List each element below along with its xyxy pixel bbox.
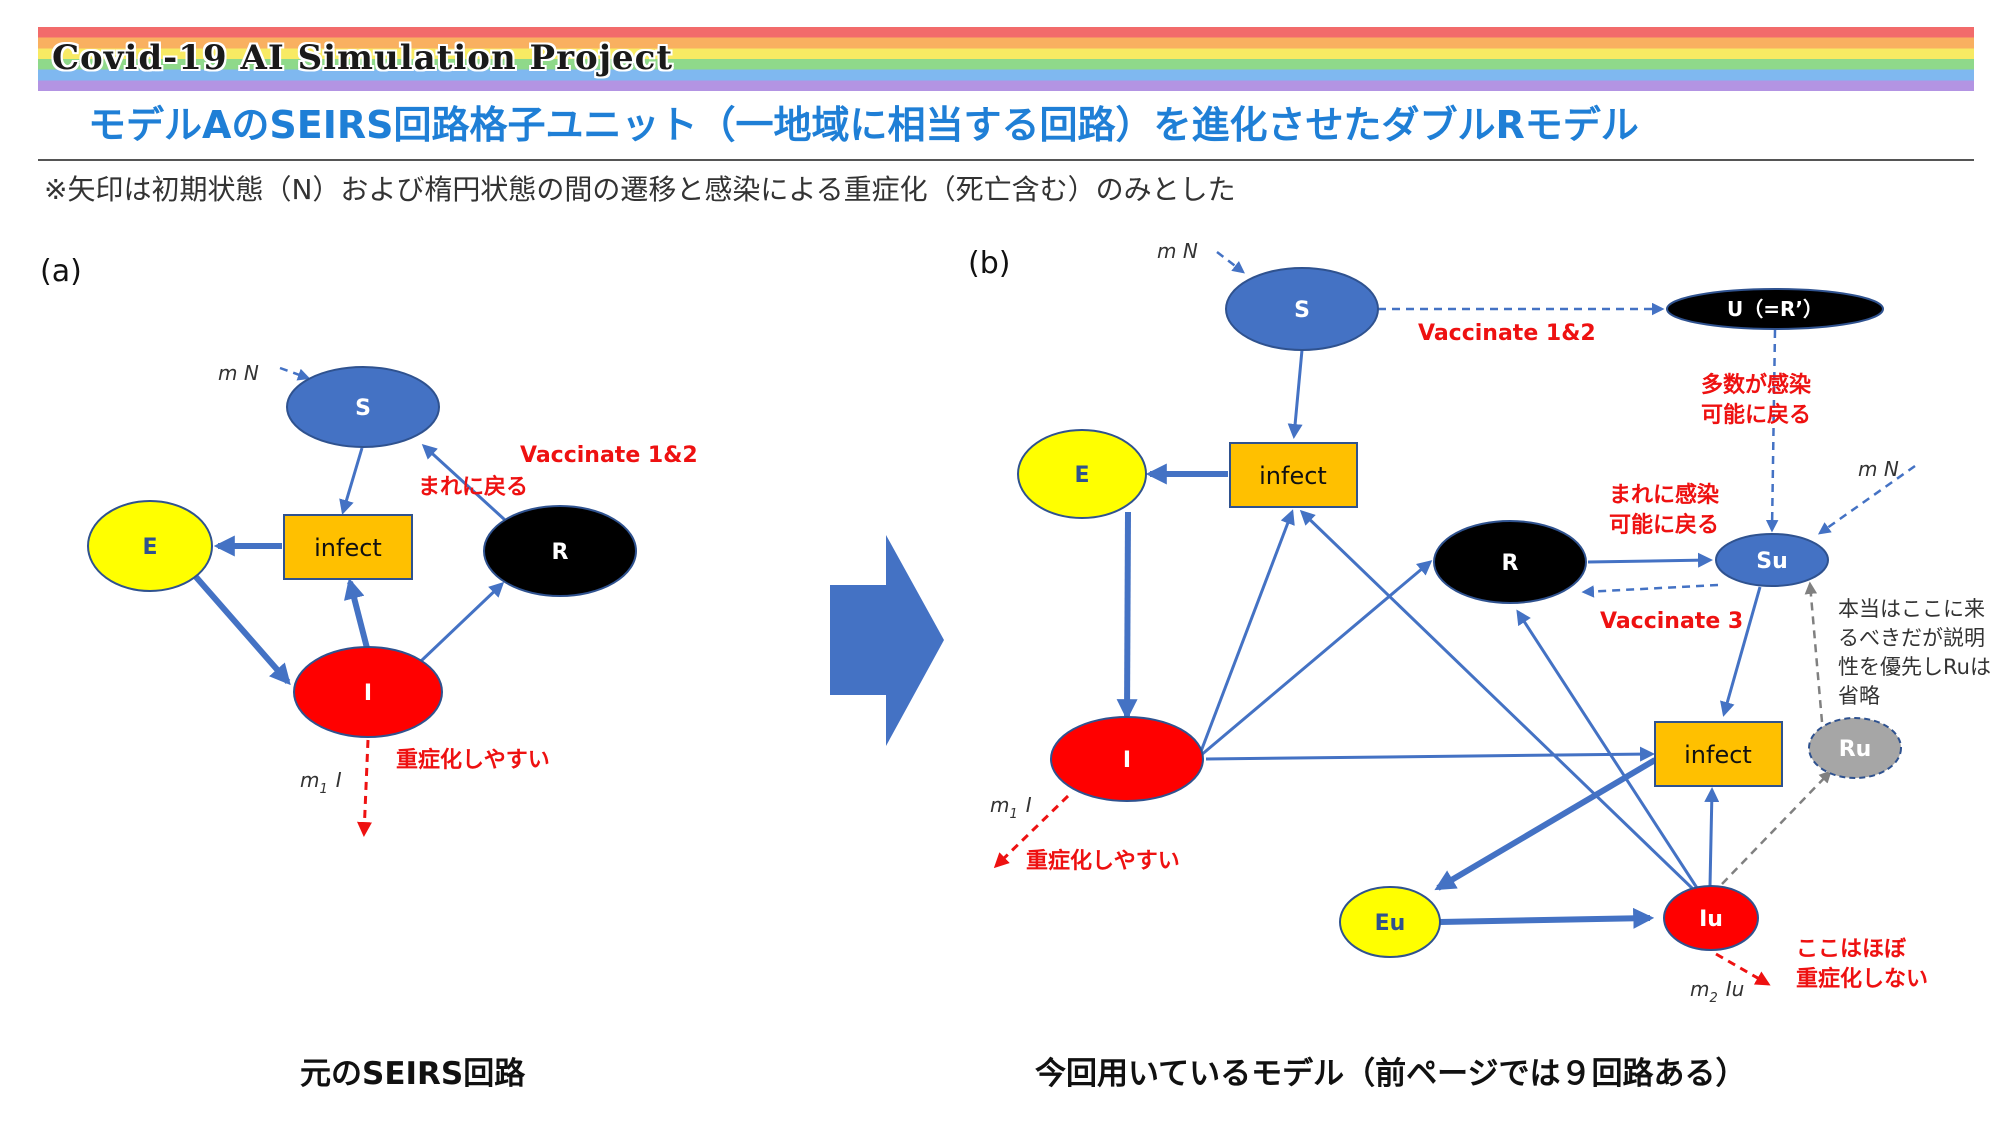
edge-a-s-infect <box>339 447 364 515</box>
slide-note: ※矢印は初期状態（N）および楕円状態の間の遷移と感染による重症化（死亡含む）のみ… <box>44 173 1236 206</box>
caption-panel-b: 今回用いているモデル（前ページでは９回路ある） <box>1035 1056 1747 1092</box>
node-a-infect: infect <box>283 514 413 580</box>
panel-b-label: (b) <box>968 246 1011 281</box>
edge-b-iu-infect <box>1704 787 1720 887</box>
node-b-iu-label: Iu <box>1699 907 1723 932</box>
node-b-e: E <box>1017 429 1147 519</box>
node-a-e-label: E <box>142 535 157 560</box>
label-b-many-return-2: 可能に戻る <box>1701 402 1811 428</box>
label-a-rarely-return: まれに戻る <box>418 474 528 500</box>
node-a-r: R <box>483 505 637 597</box>
label-b-many-return-1: 多数が感染 <box>1701 372 1811 398</box>
edge-b-r-su <box>1587 552 1713 568</box>
caption-panel-a: 元のSEIRS回路 <box>300 1056 526 1092</box>
label-b-inflow-s: m N <box>1157 239 1198 263</box>
node-a-s-label: S <box>355 396 371 421</box>
node-a-s: S <box>286 366 440 448</box>
node-b-ru: Ru <box>1808 717 1902 779</box>
node-b-eu: Eu <box>1339 886 1441 958</box>
node-b-infect-top-label: infect <box>1259 462 1327 490</box>
right-arrow-icon <box>830 535 944 746</box>
node-b-s: S <box>1225 267 1379 351</box>
edge-a-inflow-s <box>279 366 311 381</box>
node-a-infect-label: infect <box>314 534 382 562</box>
panel-a: S E infect R I m N Vaccinate 1&2 まれに戻る 重… <box>87 361 698 837</box>
node-a-i: I <box>293 646 443 738</box>
edge-b-i-infect <box>1198 509 1295 755</box>
rainbow-header-band <box>38 27 1974 91</box>
panel-b: S U（=R’） E infect R Su I infect <box>990 239 1928 1006</box>
node-b-su-label: Su <box>1756 549 1788 574</box>
node-b-su: Su <box>1715 533 1829 587</box>
node-a-e: E <box>87 500 213 592</box>
label-b-vaccinate12: Vaccinate 1&2 <box>1418 321 1596 346</box>
edge-b-iu-infect-top <box>1299 509 1696 892</box>
edge-a-i-r <box>418 581 505 664</box>
edge-a-i-infect <box>344 577 371 653</box>
node-b-u-label: U（=R’） <box>1727 297 1823 321</box>
side-note-ru: 本当はここに来るべきだが説明性を優先しRuは省略 <box>1838 597 1991 708</box>
edge-b-iu-ru <box>1721 770 1832 885</box>
title-divider <box>38 159 1974 161</box>
node-b-s-label: S <box>1294 298 1310 323</box>
label-a-inflow: m N <box>218 361 259 385</box>
edge-b-i-infect2 <box>1205 746 1655 762</box>
node-b-ru-label: Ru <box>1839 737 1872 762</box>
edge-b-inflow-s <box>1216 251 1245 274</box>
label-b-not-severe-1: ここはほぼ <box>1796 937 1907 962</box>
edge-b-u-su <box>1765 329 1779 533</box>
project-title: Covid-19 AI Simulation Project <box>52 38 674 78</box>
label-b-rare-return-2: 可能に戻る <box>1609 512 1719 538</box>
edge-b-s-infect <box>1287 349 1304 439</box>
node-a-r-label: R <box>552 540 569 565</box>
edge-b-eu-iu <box>1439 907 1655 929</box>
node-b-e-label: E <box>1074 463 1089 488</box>
edge-b-iu-severe <box>1715 952 1771 986</box>
edge-b-i-severe <box>993 794 1070 869</box>
node-b-eu-label: Eu <box>1375 911 1406 936</box>
node-b-i-label: I <box>1123 748 1131 773</box>
node-b-r: R <box>1433 520 1587 604</box>
node-b-r-label: R <box>1502 551 1519 576</box>
edge-b-infect-eu <box>1434 757 1657 891</box>
slide-title: モデルAのSEIRS回路格子ユニット（一地域に相当する回路）を進化させたダブルR… <box>88 103 1639 147</box>
label-b-not-severe-2: 重症化しない <box>1796 966 1928 992</box>
node-b-infect-bottom-label: infect <box>1684 741 1752 769</box>
edge-b-ru-su <box>1804 581 1824 723</box>
edge-b-e-i <box>1116 511 1138 721</box>
node-b-u: U（=R’） <box>1666 288 1884 330</box>
edge-a-i-severe <box>357 739 373 837</box>
edge-b-i-r <box>1199 560 1433 758</box>
node-b-iu: Iu <box>1663 885 1759 951</box>
label-b-inflow-su: m N <box>1858 457 1899 481</box>
edge-b-su-infect <box>1720 586 1762 717</box>
edge-a-r-s <box>421 443 507 522</box>
label-a-vaccinate: Vaccinate 1&2 <box>520 443 698 468</box>
node-b-infect-top: infect <box>1229 442 1358 508</box>
node-b-i: I <box>1050 716 1204 802</box>
label-b-rare-return-1: まれに感染 <box>1609 482 1719 508</box>
panel-a-label: (a) <box>40 254 82 289</box>
label-b-severe: 重症化しやすい <box>1026 848 1180 874</box>
edge-b-su-r <box>1581 583 1719 598</box>
node-a-i-label: I <box>364 681 372 706</box>
node-b-infect-bottom: infect <box>1654 721 1783 787</box>
label-b-vaccinate3: Vaccinate 3 <box>1600 609 1743 634</box>
edge-b-iu-r <box>1516 609 1699 889</box>
edge-a-e-i <box>193 575 291 686</box>
edge-b-inflow-su <box>1817 464 1916 535</box>
label-a-severe: 重症化しやすい <box>396 747 550 773</box>
